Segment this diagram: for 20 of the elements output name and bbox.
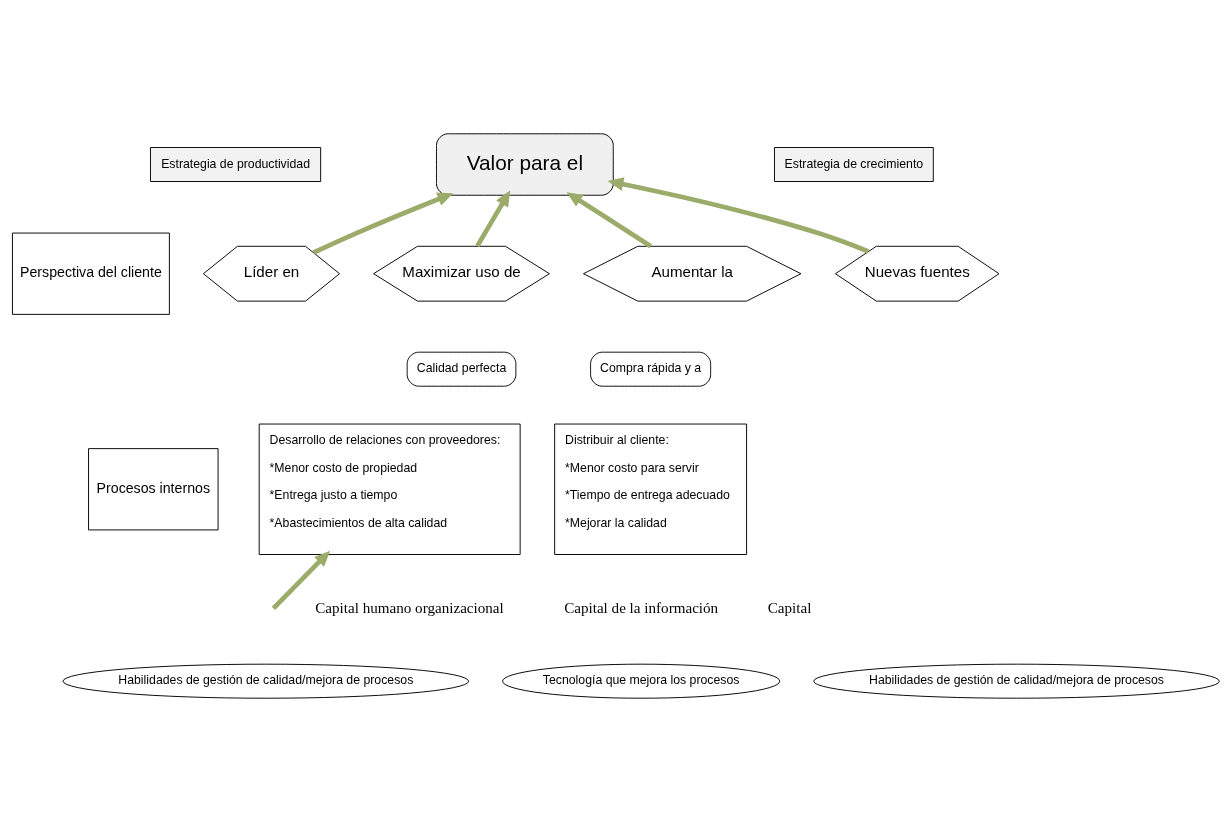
node-box: Calidad perfecta [406, 351, 517, 387]
arrow [475, 190, 511, 248]
label: Capital de la información [564, 599, 719, 616]
node-ellipse: Habilidades de gestión de calidad/mejora de procesos [62, 663, 470, 699]
arrow [607, 177, 870, 254]
node-box: Estrategia de crecimiento [774, 147, 934, 182]
node-ellipse: Habilidades de gestión de calidad/mejora de procesos [813, 663, 1220, 699]
label: Capital humano organizacional [315, 599, 504, 616]
arrow [566, 192, 652, 249]
node-box: Distribuir al cliente: *Menor costo para servir *Tiempo de entrega adecuado *Mejorar la calidad [554, 423, 748, 555]
node-ellipse: Tecnología que mejora los procesos [502, 663, 781, 699]
node-box: Desarrollo de relaciones con proveedores: *Menor costo de propiedad *Entrega justo a tiempo *Abastecimientos de alta calidad [258, 423, 521, 555]
arrow [312, 192, 454, 255]
label: Capital [767, 599, 812, 616]
node-box: Compra rápida y a [590, 351, 712, 387]
node-box: Procesos internos [88, 448, 219, 531]
arrow [271, 550, 331, 610]
node-box: Estrategia de productividad [150, 147, 322, 182]
node-box: Perspectiva del cliente [11, 232, 170, 315]
node-box: Valor para el [436, 133, 614, 196]
